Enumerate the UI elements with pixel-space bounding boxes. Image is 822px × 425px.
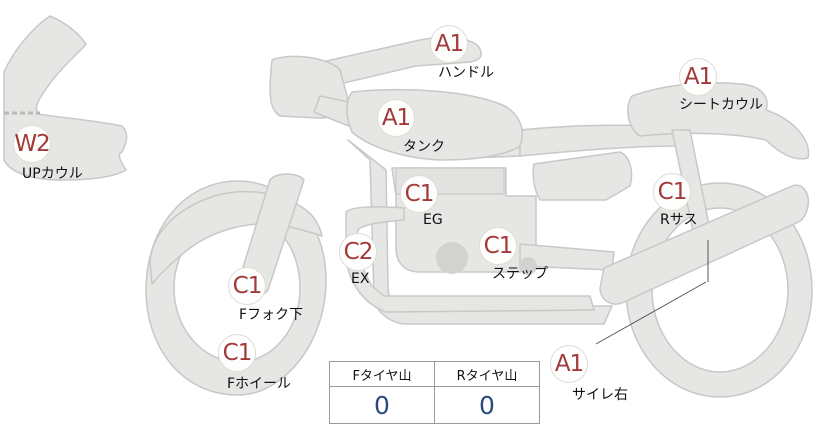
tank-grade-badge: A1 [377,99,415,137]
seat-cowl-shape [627,82,810,160]
exhaust-label: EX [351,271,370,287]
tire-tread-table: Fタイヤ山 Rタイヤ山 0 0 [329,361,540,424]
seat-cowl-label: シートカウル [679,97,763,113]
up-cowl-grade-badge: W2 [13,125,51,163]
muffler-grade-badge: A1 [550,345,588,383]
up-cowl-label: UPカウル [22,166,83,182]
rear-sus-label: Rサス [660,212,698,228]
front-fork-grade-badge: C1 [228,267,266,305]
handle-grade-badge: A1 [430,25,468,63]
step-grade-badge: C1 [479,227,517,265]
front-tread-header: Fタイヤ山 [329,361,435,387]
side-cover-shape [532,151,633,201]
muffler-shape [599,184,810,305]
rear-tread-value: 0 [434,386,540,424]
step-label: ステップ [492,266,548,282]
front-tread-value: 0 [329,386,435,424]
exhaust-grade-badge: C2 [339,233,377,271]
tank-label: タンク [403,139,445,155]
handle-label: ハンドル [438,65,494,81]
front-fork-label: Fフォク下 [239,307,304,323]
engine-grade-badge: C1 [400,175,438,213]
muffler-leader-line [595,281,707,345]
muffler-label: サイレ右 [572,387,628,403]
engine-label: EG [423,212,443,228]
front-wheel-grade-badge: C1 [218,334,256,372]
rear-sus-grade-badge: C1 [653,173,691,211]
front-wheel-label: Fホイール [227,376,292,392]
engine-case-circle [436,242,468,274]
rear-tread-header: Rタイヤ山 [434,361,540,387]
seat-cowl-grade-badge: A1 [679,58,717,96]
step-peg-circle [519,257,537,275]
